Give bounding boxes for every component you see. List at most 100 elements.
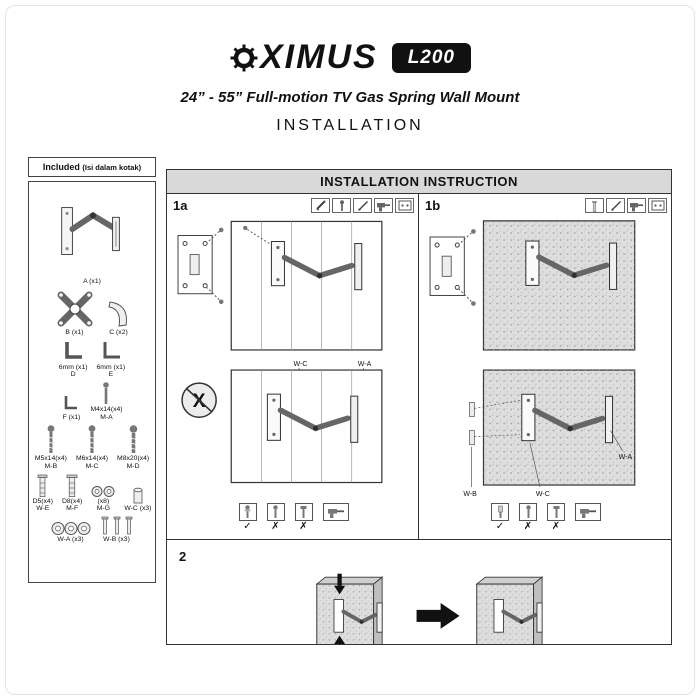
template-icon — [648, 198, 667, 213]
gear-o-icon — [229, 43, 259, 73]
included-title: Included (Isi dalam kotak) — [28, 157, 156, 177]
part-label: D5(x4) — [32, 497, 53, 505]
step-1a-top: 1a — [173, 198, 414, 216]
cross-mark: ✗ — [271, 521, 280, 532]
allen-key-icon — [65, 341, 83, 359]
x-plate-icon — [57, 291, 92, 327]
wall-anchor-icon — [37, 474, 48, 497]
slab-after — [475, 576, 544, 644]
screw-icon — [266, 503, 285, 521]
part-label: A (x1) — [83, 278, 101, 285]
step-1a-label: 1a — [173, 198, 188, 213]
screw-icon — [332, 198, 351, 213]
drill-icon — [575, 503, 601, 521]
wall-anchor-icon — [66, 474, 78, 497]
parts-row: M5x14(x4) M-B M6x14(x4) M-C — [32, 425, 152, 471]
part-washer-mg: (x8) M-G — [91, 485, 115, 514]
included-panel: Included (Isi dalam kotak) A — [28, 157, 156, 583]
wc-label: W-C — [536, 491, 550, 498]
washer-icon — [91, 485, 115, 497]
washer-icon — [51, 522, 90, 536]
concrete-wall-anchor-detail: W-B W-C W-A — [463, 369, 636, 498]
part-allen-key-e: 6mm (x1) E — [96, 340, 126, 380]
fastener-option: ✗ — [519, 503, 537, 533]
drill-icon — [322, 503, 349, 521]
part-code: M-F — [66, 505, 79, 513]
screw-icon — [519, 503, 537, 521]
screw-washer-icon — [238, 503, 257, 521]
allen-key-icon — [65, 396, 78, 410]
wood-wall-wrong-mounting: W-C W-A — [230, 361, 383, 484]
part-cover: C (x2) — [106, 299, 132, 337]
part-label: 6mm (x1) — [96, 363, 126, 371]
check-mark: ✓ — [495, 521, 505, 532]
header: XIMUS L200 24” - 55” Full-motion TV Gas … — [0, 0, 700, 135]
allen-key-icon — [103, 341, 120, 359]
bolt-icon — [547, 503, 565, 521]
wood-wall-mounting — [230, 220, 383, 351]
page-title: INSTALLATION — [276, 117, 424, 134]
parts-row: W-A (x3) W-B (x3) — [32, 516, 152, 544]
screw-icon — [129, 425, 137, 453]
step-1b-panel: 1b — [419, 194, 671, 540]
part-label: B (x1) — [65, 328, 84, 336]
slab-before — [315, 573, 384, 644]
part-allen-key-f: F (x1) — [61, 394, 81, 422]
step-1b-label: 1b — [425, 198, 441, 213]
step-1b-top: 1b — [425, 198, 667, 216]
included-title-text: Included — [42, 162, 80, 172]
part-label: M8x20(x4) — [117, 454, 150, 462]
part-code: M-G — [96, 505, 110, 513]
part-label: W-B (x3) — [103, 536, 130, 544]
cross-mark: ✗ — [523, 521, 533, 532]
fastener-check-row-1b: ✓ ✗ ✗ — [425, 503, 667, 533]
part-label: M6x14(x4) — [75, 454, 109, 462]
screw-icon — [88, 425, 96, 453]
wall-plate-detail-concrete — [429, 229, 476, 306]
screw-icon — [103, 382, 110, 405]
marker-icon — [353, 198, 372, 213]
fastener-option: ✓ — [238, 503, 257, 533]
next-step-arrow — [416, 602, 460, 629]
brand-logo: XIMUS — [229, 38, 378, 77]
part-arm: A (x1) — [55, 188, 129, 286]
tools-row-1b — [585, 198, 667, 213]
wall-plate-detail — [177, 227, 224, 305]
fastener-option: ✗ — [547, 503, 565, 533]
wall-anchor-icon — [101, 516, 132, 535]
part-vesa-plate: B (x1) — [53, 289, 97, 337]
parts-row: B (x1) C (x2) — [32, 289, 152, 337]
part-code: W-E — [36, 505, 50, 513]
anchor-screw-icon — [491, 503, 509, 521]
part-code: M-B — [44, 462, 58, 470]
brand-text: XIMUS — [260, 38, 378, 76]
slide-up-arrow — [334, 635, 346, 644]
part-spacer-wc: W-C (x3) — [124, 487, 151, 513]
part-anchor-mf: D8(x4) M-F — [62, 474, 82, 514]
step-1a-panel: 1a — [167, 194, 419, 540]
step-1a-illustration: X W-C W-A — [177, 220, 383, 484]
wa-label: W-A — [358, 361, 372, 368]
parts-row: A (x1) — [32, 188, 152, 286]
part-label: M5x14(x4) — [34, 454, 67, 462]
part-anchor-we: D5(x4) W-E — [33, 474, 53, 514]
step-1b-illustration: W-B W-C W-A — [429, 220, 636, 498]
check-mark: ✓ — [243, 521, 252, 532]
part-washers-wa: W-A (x3) — [51, 521, 91, 544]
slide-down-arrow — [334, 573, 346, 595]
product-subtitle: 24” - 55” Full-motion TV Gas Spring Wall… — [180, 89, 520, 106]
logo-row: XIMUS L200 — [0, 38, 700, 77]
cover-icon — [107, 301, 127, 327]
wa-label: W-A — [619, 454, 633, 461]
spacer-icon — [133, 488, 143, 504]
parts-row: F (x1) M4x14(x4) M-A — [32, 382, 152, 422]
fastener-option: ✗ — [294, 503, 313, 533]
marker-icon — [606, 198, 625, 213]
anchor-icon — [585, 198, 604, 213]
part-screw-md: M8x20(x4) M-D — [117, 425, 149, 471]
parts-list: A (x1) B (x1) — [28, 181, 156, 583]
bolt-icon — [294, 503, 313, 521]
part-label: W-A (x3) — [57, 536, 84, 544]
tools-row-1a — [311, 198, 414, 213]
